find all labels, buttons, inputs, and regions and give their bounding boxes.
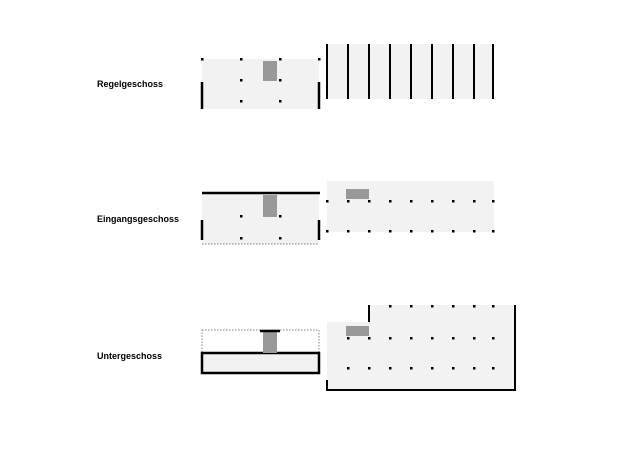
- wall-outline: [326, 305, 516, 391]
- label-regelgeschoss: Regelgeschoss: [97, 79, 163, 89]
- regelgeschoss-left-plan: [200, 58, 321, 109]
- basement-box: [200, 351, 321, 375]
- core-block: [346, 326, 369, 336]
- untergeschoss-group: Untergeschoss: [97, 305, 516, 391]
- column-grid: [240, 215, 282, 240]
- wall-fins: [326, 44, 494, 99]
- regelgeschoss-group: Regelgeschoss: [97, 44, 494, 109]
- untergeschoss-left-plan: [200, 329, 321, 375]
- column-grid: [201, 58, 321, 103]
- core-block: [263, 61, 277, 81]
- untergeschoss-right-plan: [326, 305, 516, 391]
- core-block: [263, 331, 277, 353]
- column-grid: [326, 200, 495, 233]
- floor-area: [202, 193, 319, 244]
- floor-area: [202, 59, 319, 109]
- eingangsgeschoss-group: Eingangsgeschoss: [97, 181, 495, 245]
- eingangsgeschoss-right-plan: [326, 181, 495, 233]
- label-eingangsgeschoss: Eingangsgeschoss: [97, 214, 179, 224]
- eingangsgeschoss-left-plan: [200, 191, 321, 245]
- core-block: [263, 195, 277, 217]
- floor-area: [327, 305, 515, 390]
- column-grid: [347, 305, 495, 370]
- floor-area: [327, 181, 494, 232]
- core-block: [346, 189, 369, 199]
- label-untergeschoss: Untergeschoss: [97, 351, 162, 361]
- regelgeschoss-right-plan: [326, 44, 494, 99]
- dotted-outline: [201, 329, 320, 354]
